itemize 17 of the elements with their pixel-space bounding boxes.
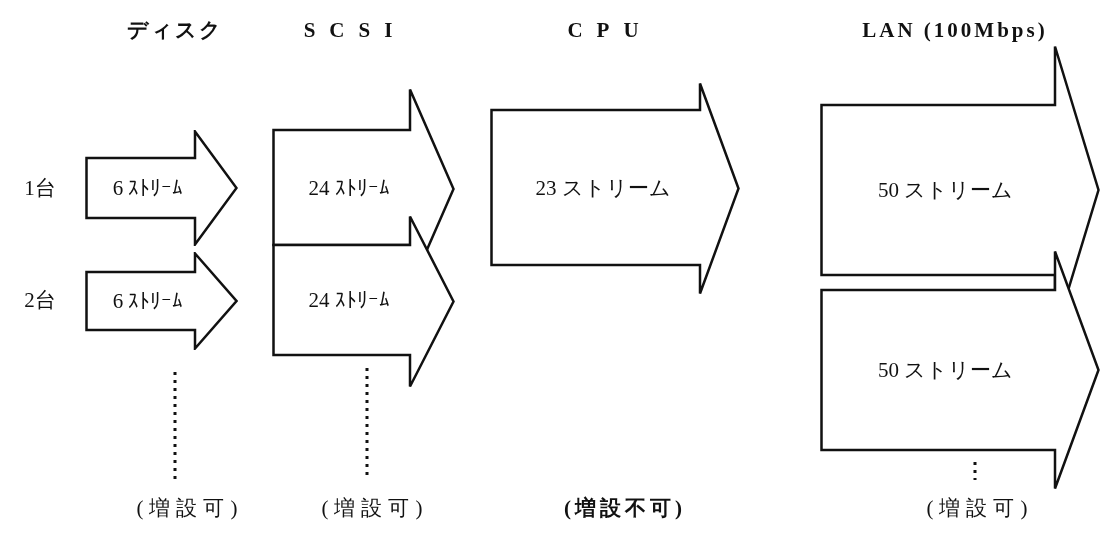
row-label: 1台 bbox=[24, 175, 56, 202]
column-heading: CPU bbox=[567, 17, 653, 43]
stream-count: 24 ｽﾄﾘｰﾑ bbox=[308, 175, 390, 200]
column-heading: ディスク bbox=[127, 17, 223, 44]
stream-count: 50 ストリーム bbox=[877, 357, 1014, 384]
stream-count: 50 ストリーム bbox=[877, 177, 1014, 204]
stream-count: 24 ｽﾄﾘｰﾑ bbox=[308, 287, 390, 313]
expansion-note: (増設可) bbox=[321, 495, 429, 522]
expansion-note: (増設不可) bbox=[564, 495, 686, 522]
expansion-note: (増設可) bbox=[926, 495, 1034, 522]
expansion-note: (増設可) bbox=[136, 495, 244, 522]
stream-count: 6 ｽﾄﾘｰﾑ bbox=[112, 288, 184, 314]
row-label: 2台 bbox=[24, 287, 56, 314]
column-heading: SCSI bbox=[303, 17, 407, 43]
column-heading: LAN (100Mbps) bbox=[862, 17, 1048, 43]
stream-count: 6 ｽﾄﾘｰﾑ bbox=[112, 175, 184, 201]
stream-count: 23 ストリーム bbox=[535, 174, 671, 202]
